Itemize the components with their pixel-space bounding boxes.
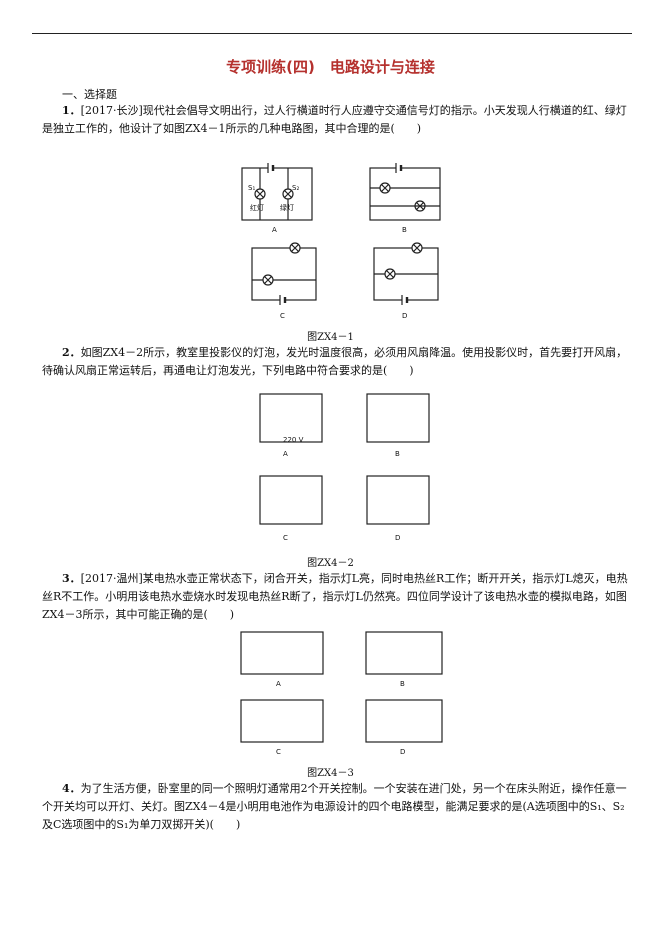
page-title: 专项训练(四) 电路设计与连接 [226, 58, 435, 76]
figure-zx4-2: 220 V A B C D [259, 393, 430, 542]
fig3-label-c: C [276, 748, 281, 756]
figure-zx4-1-caption: 图ZX4－1 [307, 332, 354, 343]
circuit-1c [251, 242, 317, 305]
circuit-1d [373, 242, 439, 305]
fig1-label-c: C [280, 312, 285, 320]
question-2-text: 如图ZX4－2所示，教室里投影仪的灯泡，发光时温度很高，必须用风扇降温。使用投影… [42, 346, 628, 377]
fig2-label-a: A [283, 450, 288, 458]
figure-zx4-3-caption: 图ZX4－3 [307, 768, 354, 779]
figure-zx4-1: S₁ S₂ 红灯 绿灯 A B C D [241, 163, 441, 320]
question-1-text: [2017·长沙]现代社会倡导文明出行，过人行横道时行人应遵守交通信号灯的指示。… [42, 104, 627, 135]
question-4-text: 为了生活方便，卧室里的同一个照明灯通常用2个开关控制。一个安装在进门处，另一个在… [42, 782, 627, 831]
question-4: 4．为了生活方便，卧室里的同一个照明灯通常用2个开关控制。一个安装在进门处，另一… [42, 780, 632, 834]
top-rule [32, 33, 632, 34]
figure-zx4-2-caption: 图ZX4－2 [307, 558, 354, 569]
circuit-1b [369, 163, 441, 221]
question-3-number: 3． [62, 572, 81, 585]
fig1-label-a: A [272, 226, 277, 234]
fig3-label-d: D [400, 748, 405, 756]
fig3-label-b: B [400, 680, 405, 688]
fig3-label-a: A [276, 680, 281, 688]
question-3-text: [2017·温州]某电热水壶正常状态下，闭合开关，指示灯L亮，同时电热丝R工作；… [42, 572, 628, 621]
fig1a-s1: S₁ [248, 184, 255, 192]
question-2-number: 2． [62, 346, 81, 359]
figure-zx4-3: A B C D [240, 631, 443, 756]
fig2-label-d: D [395, 534, 400, 542]
question-4-number: 4． [62, 782, 81, 795]
fig1a-s2: S₂ [292, 184, 299, 192]
fig2-label-c: C [283, 534, 288, 542]
fig2a-volt: 220 V [283, 436, 304, 444]
section-heading: 一、选择题 [62, 88, 117, 101]
fig1-label-b: B [402, 226, 407, 234]
question-2: 2．如图ZX4－2所示，教室里投影仪的灯泡，发光时温度很高，必须用风扇降温。使用… [42, 344, 632, 380]
fig1a-green: 绿灯 [280, 203, 294, 212]
question-3: 3．[2017·温州]某电热水壶正常状态下，闭合开关，指示灯L亮，同时电热丝R工… [42, 570, 632, 624]
fig1-label-d: D [402, 312, 407, 320]
fig1a-red: 红灯 [250, 203, 264, 212]
fig2-label-b: B [395, 450, 400, 458]
question-1: 1．[2017·长沙]现代社会倡导文明出行，过人行横道时行人应遵守交通信号灯的指… [42, 102, 632, 138]
question-1-number: 1． [62, 104, 81, 117]
circuit-1a [241, 163, 313, 221]
